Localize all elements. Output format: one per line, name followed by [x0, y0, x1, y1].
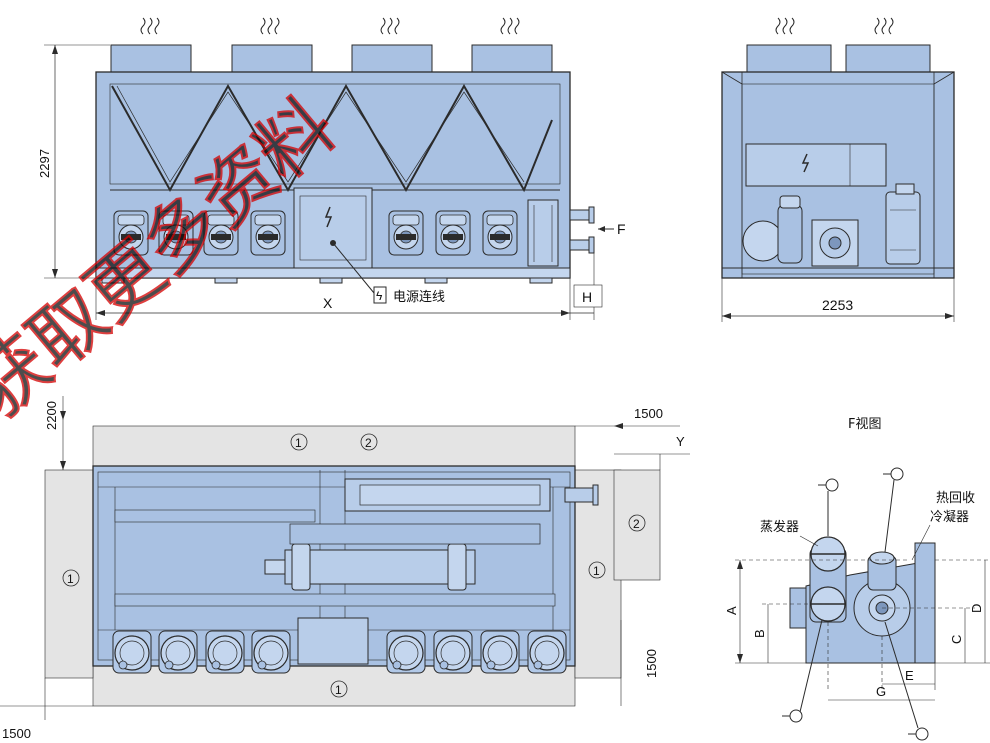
power-label: 电源连线	[393, 289, 445, 305]
lightning-icon	[324, 206, 333, 228]
dim-bottom-left: 1500	[2, 726, 31, 741]
f-view-title: F视图	[848, 417, 881, 432]
power-symbol-box	[373, 286, 387, 304]
heat-recovery-label-1: 热回收	[936, 491, 975, 506]
evaporator-barrel	[284, 549, 476, 585]
zone-1-label: 1	[67, 572, 74, 586]
electrical-cabinet	[293, 187, 373, 269]
fan	[480, 630, 520, 674]
zone-1-label: 1	[335, 683, 342, 697]
fan-housing	[845, 44, 931, 74]
pipe-label-f: F	[617, 221, 626, 237]
fan	[158, 630, 198, 674]
airflow-icon	[874, 17, 894, 35]
airflow-icon	[775, 17, 795, 35]
dim-top-left: 2200	[44, 401, 59, 430]
evaporator-drum	[742, 220, 784, 262]
airflow-icon	[260, 17, 280, 35]
lightning-icon	[801, 153, 810, 173]
airflow-icon	[500, 17, 520, 35]
service-area	[613, 469, 661, 581]
front-view: F ϟ 电源连线 2297 X H	[37, 17, 626, 320]
zone-2-label: 2	[365, 436, 372, 450]
zone-2-label: 2	[633, 517, 640, 531]
length-dim-label: X	[323, 295, 333, 311]
fan-housing	[351, 44, 433, 74]
service-area	[44, 469, 94, 679]
zone-1-label: 1	[593, 564, 600, 578]
pipe-dim-label: H	[582, 289, 592, 305]
service-area	[92, 425, 576, 467]
compressor	[482, 210, 518, 256]
fan-housing	[471, 44, 553, 74]
dim-top-right: 1500	[634, 406, 663, 421]
dim-y: Y	[676, 434, 685, 449]
compressor	[885, 191, 921, 265]
fan	[527, 630, 567, 674]
fan	[386, 630, 426, 674]
fan	[112, 630, 152, 674]
fan	[251, 630, 291, 674]
dim-e-label: E	[905, 668, 914, 683]
fan-housing	[231, 44, 313, 74]
dim-a-label: A	[724, 606, 739, 615]
side-view: 2253	[721, 17, 955, 322]
dim-g-label: G	[876, 684, 886, 699]
f-view: F视图 蒸发器 热回收 冷凝器	[724, 417, 990, 741]
heat-recovery-label-2: 冷凝器	[930, 509, 969, 525]
compressor	[435, 210, 471, 256]
top-view: 1 2 1 1 2 1 2200 1500 Y 1500 1500	[0, 396, 690, 741]
dim-b-label: B	[752, 629, 767, 638]
zone-1-label: 1	[295, 436, 302, 450]
height-dim-label: 2297	[37, 149, 52, 178]
airflow-icon	[140, 17, 160, 35]
fan	[433, 630, 473, 674]
fan-housing	[746, 44, 832, 74]
dim-d-label: D	[969, 604, 984, 613]
airflow-icon	[380, 17, 400, 35]
evaporator-label: 蒸发器	[760, 519, 799, 535]
fan-housing	[110, 44, 192, 74]
control-panel	[745, 143, 887, 187]
dim-right-bottom: 1500	[644, 649, 659, 678]
width-dim-label: 2253	[822, 297, 853, 313]
compressor	[388, 210, 424, 256]
fan	[205, 630, 245, 674]
power-symbol: ϟ	[376, 289, 383, 303]
dim-c-label: C	[949, 635, 964, 644]
